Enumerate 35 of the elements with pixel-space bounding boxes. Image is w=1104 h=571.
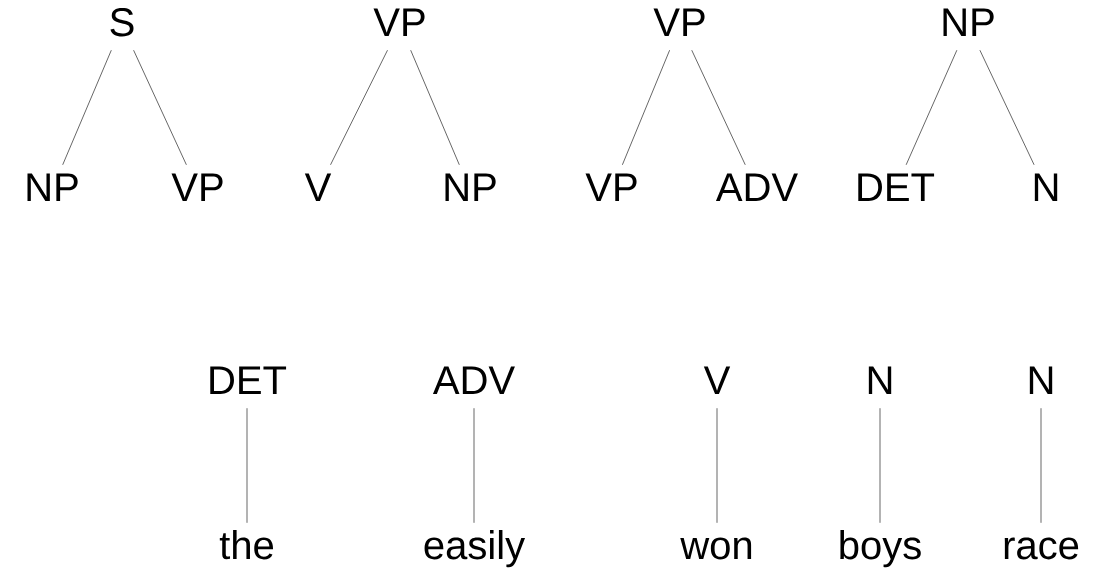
tree-label: N [1029,366,1053,394]
tree-label: VP [171,173,223,201]
tree-label: NP [943,8,994,36]
tree-branch [879,407,881,524]
tree-label: won [680,537,752,560]
tree-label: race [1004,537,1079,560]
tree-branch [691,49,746,166]
tree-label: the [219,530,274,560]
tree-label: DET [858,173,935,201]
tree-label: V [304,173,332,201]
tree-label: S [110,8,134,37]
tree-branch [905,49,958,166]
tree-label: ADV [432,366,515,394]
tree-label: DET [210,366,287,394]
tree-branch [473,407,475,524]
tree-branch [622,49,670,166]
tree-branch [62,49,112,166]
tree-label: boys [840,530,921,568]
tree-label: ADV [715,173,798,201]
tree-label: V [703,366,731,394]
tree-label: N [868,366,892,394]
tree-branch [1040,407,1042,524]
tree-label: easily [424,530,526,568]
tree-label: N [1034,173,1058,201]
tree-branch [716,407,718,524]
tree-branch [133,49,187,166]
tree-branch [246,407,248,524]
tree-branch [410,49,460,166]
tree-branch [979,49,1035,166]
tree-branch [330,49,388,166]
tree-label: NP [445,173,496,201]
tree-label: VP [373,8,425,36]
tree-label: NP [27,173,78,201]
tree-label: VP [653,8,705,36]
tree-label: VP [585,173,637,201]
